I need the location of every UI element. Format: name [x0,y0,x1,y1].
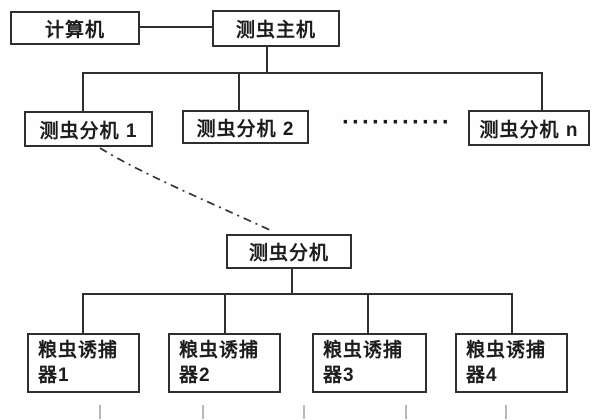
node-trap2-line2: 器2 [179,365,211,386]
node-sub2: 测虫分机 2 [182,110,309,144]
node-sub1: 测虫分机 1 [24,111,153,147]
node-sub2-label: 测虫分机 2 [196,118,295,140]
bottom-stub-1 [99,405,101,419]
connector-host-down [266,46,268,73]
bus-level2 [82,72,543,74]
node-subn-label: 测虫分机 n [479,119,579,141]
node-trap4-line2: 器4 [466,365,498,386]
node-trap3: 粮虫诱捕 器3 [312,333,427,393]
drop-trap3 [367,293,369,334]
bottom-stub-2 [202,405,204,419]
node-trap1-line2: 器1 [38,365,70,386]
drop-trap1 [82,293,84,334]
drop-sub2 [238,72,240,111]
drop-trap4 [511,293,513,334]
node-trap4-line1: 粮虫诱捕 [466,340,547,361]
node-trap3-line2: 器3 [323,365,355,386]
node-computer-label: 计算机 [44,19,105,41]
bus-traps [83,293,513,295]
node-trap3-line1: 粮虫诱捕 [323,340,404,361]
connector-computer-host [140,26,212,28]
connector-subdetail-down [291,268,293,294]
node-sub1-label: 测虫分机 1 [39,120,138,142]
node-trap1: 粮虫诱捕 器1 [27,333,140,393]
drop-subn [541,72,543,111]
dashdot-zoom-line [99,147,273,232]
drop-sub1 [82,72,84,112]
bottom-stub-5 [505,405,507,419]
bottom-stub-3 [303,405,305,419]
node-trap1-line1: 粮虫诱捕 [38,340,119,361]
node-sub-detail: 测虫分机 [226,234,352,269]
drop-trap2 [224,293,226,334]
node-subn: 测虫分机 n [468,110,590,146]
node-host: 测虫主机 [212,10,340,47]
ellipsis-dots: ··········· [342,109,452,136]
node-sub-detail-label: 测虫分机 [248,243,329,264]
node-trap4: 粮虫诱捕 器4 [455,333,568,393]
node-trap2: 粮虫诱捕 器2 [168,333,281,393]
node-computer: 计算机 [10,11,140,45]
node-host-label: 测虫主机 [235,20,316,41]
bottom-stub-4 [405,405,407,419]
node-trap2-line1: 粮虫诱捕 [179,340,260,361]
